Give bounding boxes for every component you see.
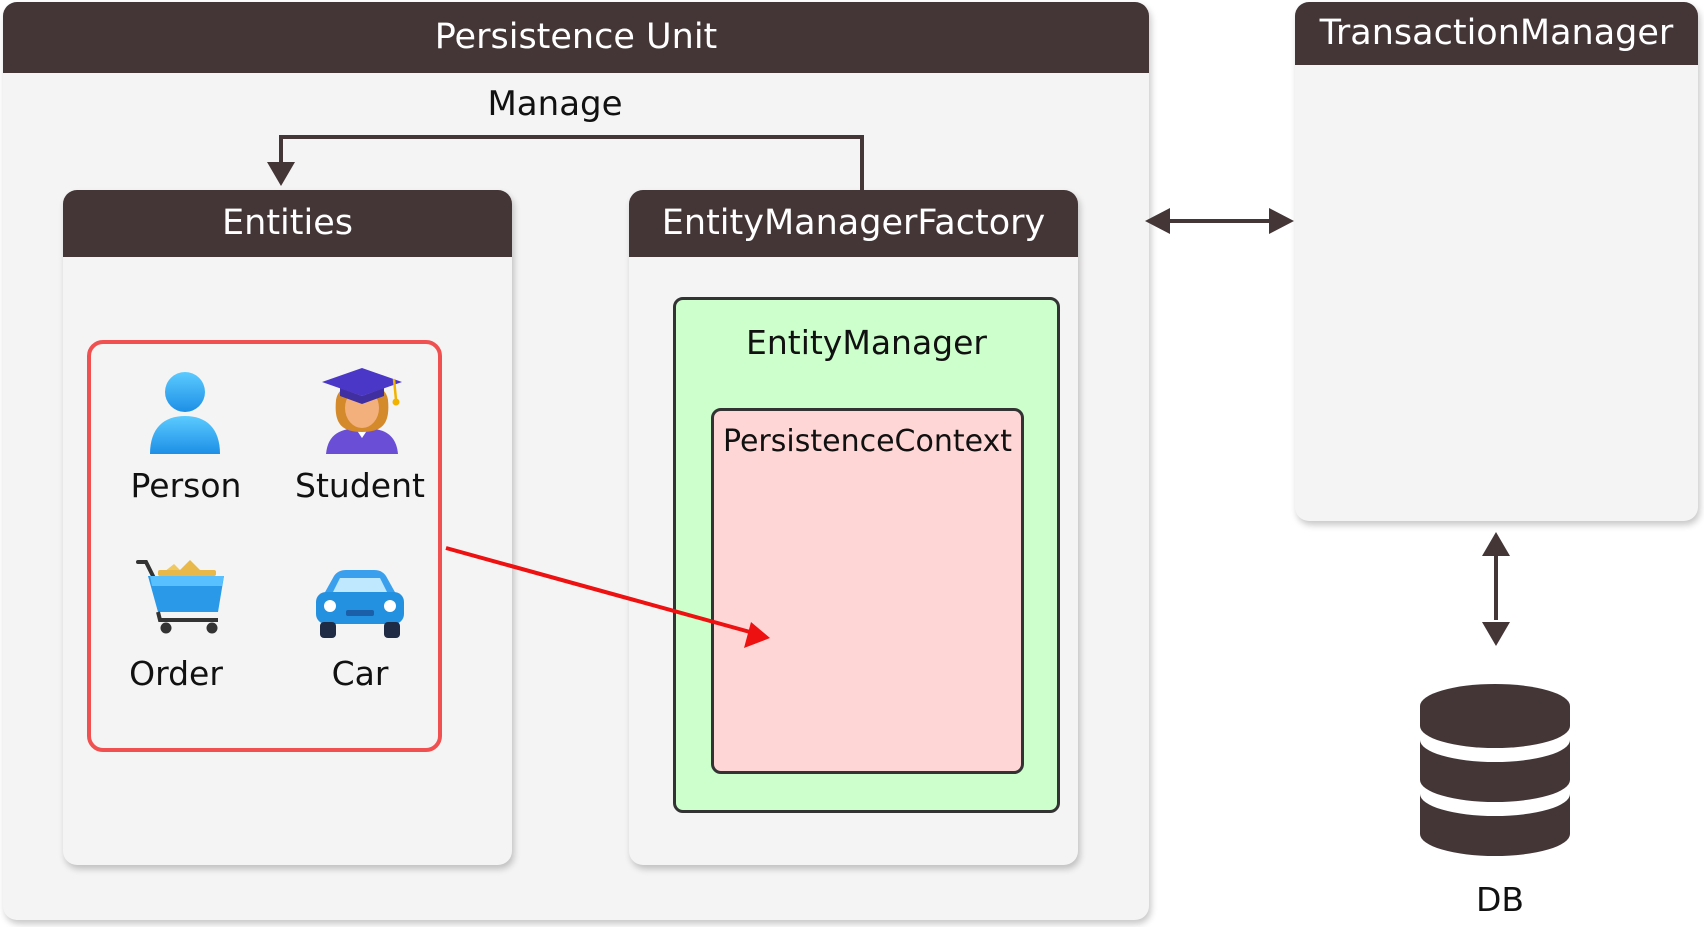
entity-manager-title: EntityManager — [746, 323, 987, 362]
entities-panel: Entities — [63, 190, 512, 865]
persistence-context-box — [711, 408, 1024, 774]
transaction-right-arrowhead — [1269, 208, 1294, 234]
manage-connector — [279, 135, 864, 190]
entity-group — [87, 340, 442, 752]
database-icon — [1420, 684, 1570, 856]
transaction-manager-panel: TransactionManager — [1295, 2, 1698, 521]
entity-label-order: Order — [129, 654, 223, 693]
manage-arrowhead — [267, 162, 295, 186]
entity-manager-factory-title: EntityManagerFactory — [629, 190, 1078, 257]
entity-label-car: Car — [331, 654, 389, 693]
db-label: DB — [1475, 880, 1525, 919]
persistence-context-title: PersistenceContext — [722, 424, 1013, 459]
entities-to-context-arrowhead — [744, 622, 770, 648]
entities-to-context-arrow — [445, 546, 751, 634]
db-down-arrowhead — [1482, 622, 1510, 646]
person-icon — [150, 372, 220, 454]
manage-label: Manage — [487, 84, 623, 124]
transaction-left-arrowhead — [1145, 208, 1170, 234]
entity-label-person: Person — [130, 466, 242, 505]
entities-title: Entities — [63, 190, 512, 257]
transaction-manager-title: TransactionManager — [1295, 2, 1698, 65]
car-icon — [316, 570, 404, 638]
entity-label-student: Student — [295, 466, 425, 505]
student-icon — [322, 368, 402, 454]
shopping-cart-icon — [136, 560, 224, 634]
db-up-arrowhead — [1482, 532, 1510, 556]
persistence-unit-title: Persistence Unit — [3, 2, 1149, 73]
